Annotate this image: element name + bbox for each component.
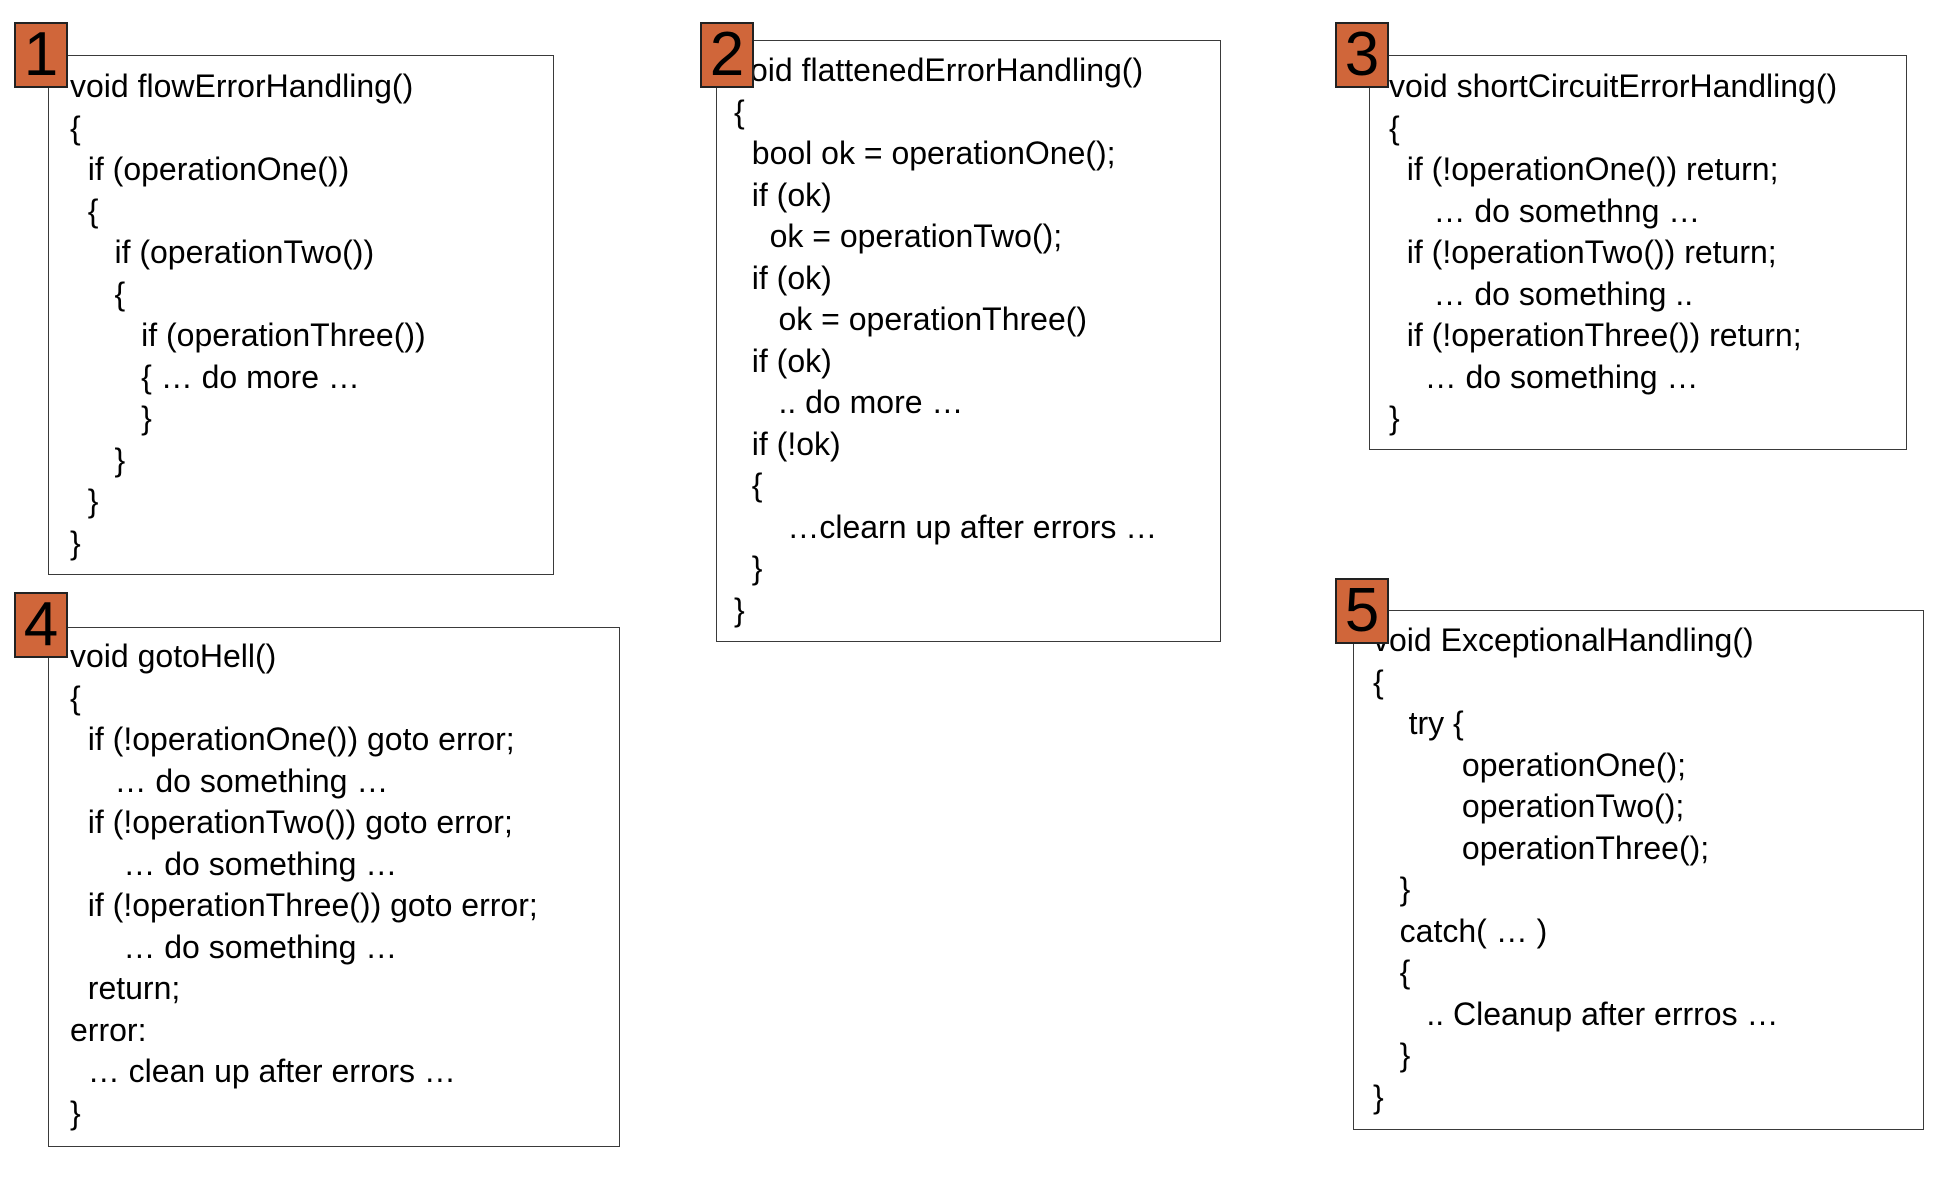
code-line: } xyxy=(1373,1037,1411,1073)
code-line: error: xyxy=(70,1011,147,1048)
code-block: void gotoHell() { if (!operationOne()) go… xyxy=(70,636,538,1134)
code-line: … do something … xyxy=(70,762,389,799)
code-line: } xyxy=(70,1094,81,1131)
code-line: } xyxy=(70,400,152,436)
code-line: if (!operationTwo()) return; xyxy=(1389,234,1777,270)
code-line: if (operationOne()) xyxy=(70,151,350,187)
code-line: … clean up after errors … xyxy=(70,1053,456,1089)
code-line: { xyxy=(734,467,763,503)
code-block: void flowErrorHandling() { if (operationO… xyxy=(70,66,426,564)
code-line: if (ok) xyxy=(734,342,832,379)
code-line: } xyxy=(70,441,126,478)
code-panel-flattened-error-handling xyxy=(716,40,1221,642)
code-line: ok = operationThree() xyxy=(734,301,1088,337)
code-line: } xyxy=(70,483,99,519)
code-block: void shortCircuitErrorHandling() { if (!o… xyxy=(1389,66,1837,440)
panel-number-badge: 1 xyxy=(14,22,68,88)
code-line: { xyxy=(734,93,745,130)
code-line: } xyxy=(1373,1078,1384,1115)
code-line: … do somethng … xyxy=(1389,192,1701,229)
code-block: void ExceptionalHandling() { try { operat… xyxy=(1373,620,1778,1118)
code-line: } xyxy=(70,524,81,561)
code-line: bool ok = operationOne(); xyxy=(734,135,1116,171)
code-line: { xyxy=(1373,954,1411,990)
code-line: … do something .. xyxy=(1389,275,1694,312)
panel-number-badge: 2 xyxy=(700,22,754,88)
code-line: … do something … xyxy=(1389,358,1699,395)
code-line: { xyxy=(70,109,81,146)
code-line: …clearn up after errors … xyxy=(734,508,1158,545)
code-panel-short-circuit-error-handling xyxy=(1369,55,1907,450)
code-line: if (ok) xyxy=(734,259,832,296)
code-line: try { xyxy=(1373,705,1464,741)
code-line: { xyxy=(70,679,81,716)
code-line: void shortCircuitErrorHandling() xyxy=(1389,68,1838,104)
code-line: operationTwo(); xyxy=(1373,788,1685,824)
code-line: if (operationThree()) xyxy=(70,317,426,353)
code-panel-flow-error-handling xyxy=(48,55,554,575)
code-line: { xyxy=(1389,109,1400,146)
panel-number-badge: 4 xyxy=(14,592,68,658)
code-line: } xyxy=(734,550,763,586)
code-line: void flattenedErrorHandling() xyxy=(734,52,1144,88)
code-line: { xyxy=(70,192,99,229)
code-line: { … do more … xyxy=(70,358,360,395)
code-line: { xyxy=(1373,663,1384,700)
panel-number-badge: 3 xyxy=(1335,22,1389,88)
code-line: … do something … xyxy=(70,928,398,965)
code-line: .. Cleanup after errros … xyxy=(1373,995,1779,1032)
code-line: return; xyxy=(70,970,181,1006)
code-line: void ExceptionalHandling() xyxy=(1373,622,1754,658)
code-block: void flattenedErrorHandling() { bool ok =… xyxy=(734,50,1157,631)
code-line: .. do more … xyxy=(734,384,964,420)
code-line: } xyxy=(734,591,745,628)
code-line: … do something … xyxy=(70,845,398,882)
code-line: if (!operationTwo()) goto error; xyxy=(70,804,513,840)
code-panel-goto-hell xyxy=(48,627,620,1147)
code-line: catch( … ) xyxy=(1373,912,1548,949)
code-panel-exceptional-handling xyxy=(1353,610,1924,1130)
panel-number-badge: 5 xyxy=(1335,578,1389,644)
code-line: if (!operationThree()) goto error; xyxy=(70,887,538,923)
code-line: if (operationTwo()) xyxy=(70,234,375,270)
code-line: ok = operationTwo(); xyxy=(734,218,1063,254)
code-line: operationOne(); xyxy=(1373,746,1687,783)
code-line: { xyxy=(70,275,126,312)
code-line: if (ok) xyxy=(734,176,832,213)
code-line: if (!operationThree()) return; xyxy=(1389,317,1802,353)
code-line: if (!operationOne()) goto error; xyxy=(70,721,515,757)
code-line: } xyxy=(1373,871,1411,907)
code-line: if (!ok) xyxy=(734,425,841,462)
code-line: operationThree(); xyxy=(1373,829,1710,866)
code-line: } xyxy=(1389,400,1400,436)
code-line: void gotoHell() xyxy=(70,638,277,674)
code-line: void flowErrorHandling() xyxy=(70,68,414,104)
code-line: if (!operationOne()) return; xyxy=(1389,151,1779,187)
